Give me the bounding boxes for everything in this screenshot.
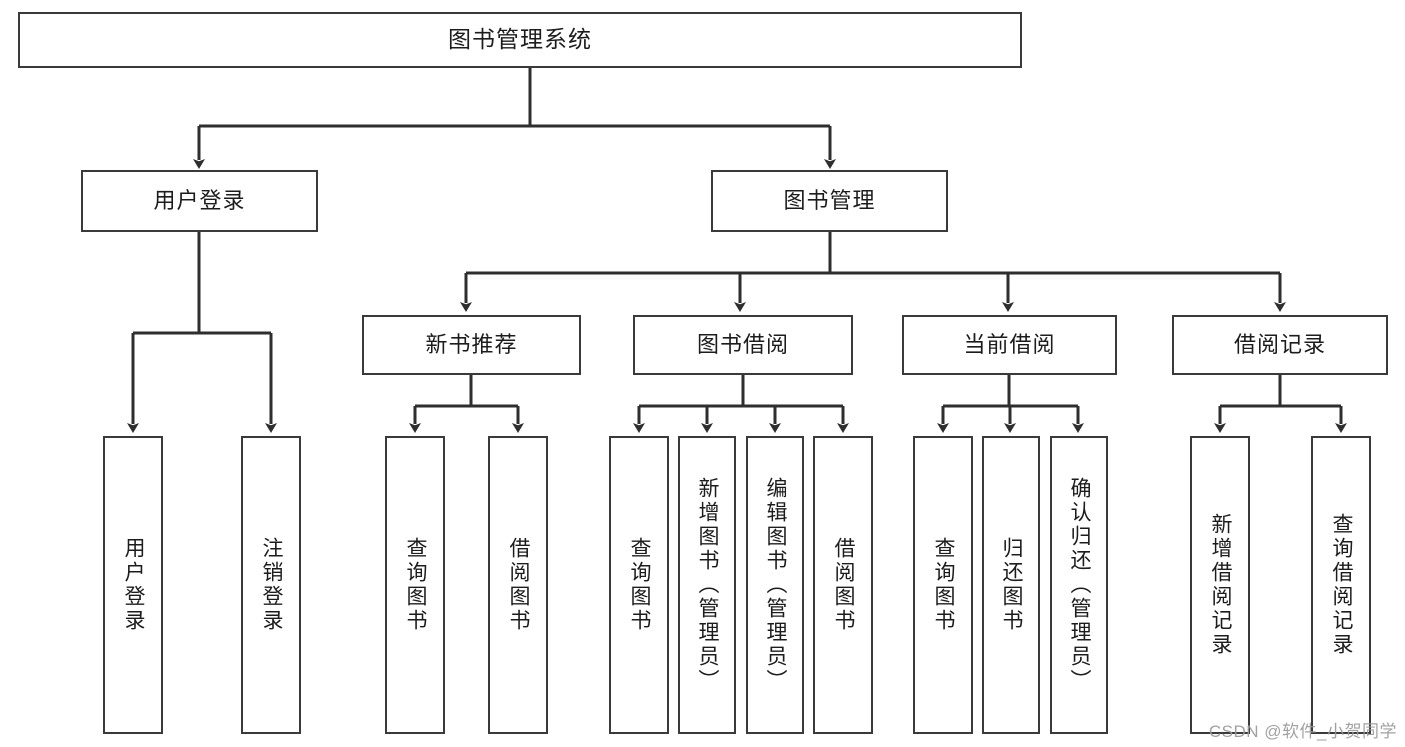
node-label: 查询图书 [628,537,652,633]
node-leaf-query-book-recommend[interactable]: 查询图书 [385,436,445,734]
node-new-book-recommend[interactable]: 新书推荐 [362,315,581,375]
node-book-manage[interactable]: 图书管理 [711,170,948,232]
node-label: 图书借阅 [696,331,789,357]
node-leaf-query-book-current[interactable]: 查询图书 [913,436,973,734]
node-label: 新书推荐 [425,331,518,357]
node-leaf-add-borrow-record[interactable]: 新增借阅记录 [1190,436,1250,734]
node-label: 查询图书 [404,537,428,633]
node-user-login[interactable]: 用户登录 [81,170,318,232]
node-label: 用户登录 [153,187,246,213]
node-leaf-edit-book[interactable]: 编辑图书（管理员） [746,436,804,734]
node-borrow-record[interactable]: 借阅记录 [1172,315,1388,375]
node-book-borrow[interactable]: 图书借阅 [633,315,853,375]
node-root-system[interactable]: 图书管理系统 [18,12,1022,68]
node-leaf-borrow-book[interactable]: 借阅图书 [813,436,873,734]
node-label: 借阅记录 [1233,331,1326,357]
node-label: 归还图书 [1000,537,1024,633]
node-label: 借阅图书 [832,537,856,633]
node-label: 图书管理 [783,187,876,213]
node-label: 确认归还（管理员） [1068,477,1092,693]
node-label: 当前借阅 [963,331,1056,357]
node-label: 查询借阅记录 [1330,513,1354,657]
node-label: 图书管理系统 [448,26,592,53]
csdn-watermark: CSDN @软件_小贺同学 [1208,722,1397,741]
node-leaf-borrow-book-recommend[interactable]: 借阅图书 [488,436,548,734]
node-leaf-logout-login[interactable]: 注销登录 [241,436,301,734]
node-label: 编辑图书（管理员） [764,477,788,693]
node-current-borrow[interactable]: 当前借阅 [902,315,1117,375]
node-label: 新增借阅记录 [1209,513,1233,657]
node-leaf-query-book-borrow[interactable]: 查询图书 [609,436,669,734]
node-label: 注销登录 [260,537,284,633]
node-leaf-user-login[interactable]: 用户登录 [103,436,163,734]
node-leaf-query-borrow-record[interactable]: 查询借阅记录 [1311,436,1371,734]
node-label: 新增图书（管理员） [696,477,720,693]
node-label: 借阅图书 [507,537,531,633]
node-label: 查询图书 [932,537,956,633]
node-leaf-return-book[interactable]: 归还图书 [982,436,1040,734]
node-leaf-confirm-return[interactable]: 确认归还（管理员） [1050,436,1108,734]
node-label: 用户登录 [122,537,146,633]
node-leaf-add-book[interactable]: 新增图书（管理员） [678,436,736,734]
